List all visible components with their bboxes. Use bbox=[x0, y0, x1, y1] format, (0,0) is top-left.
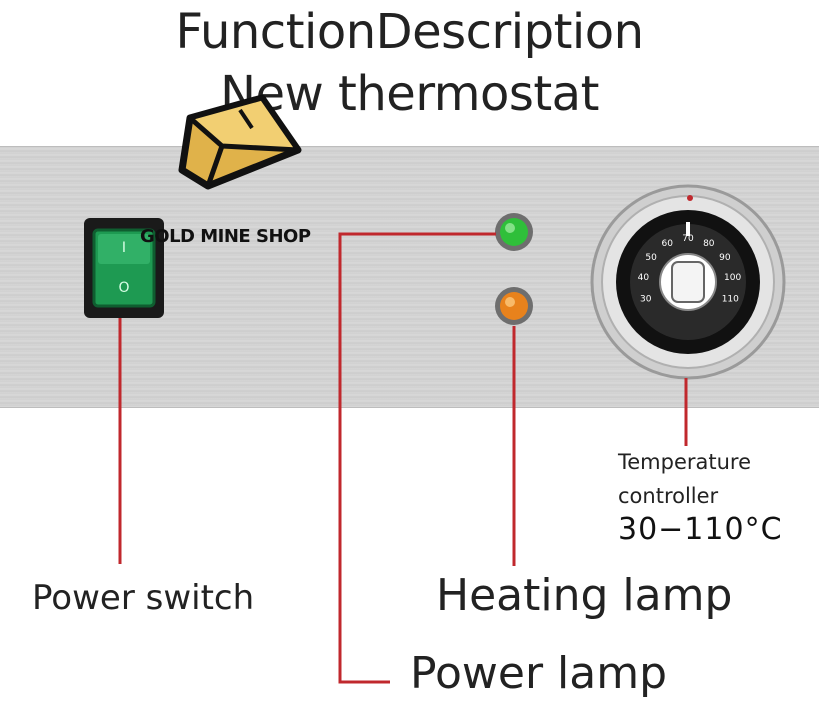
title-line-2: New thermostat bbox=[220, 66, 599, 122]
dial-tick-label: 70 bbox=[682, 234, 694, 244]
dial-tick-label: 60 bbox=[661, 239, 673, 249]
dial-tick-label: 100 bbox=[724, 273, 741, 283]
switch-on-symbol: I bbox=[122, 240, 126, 256]
leader-lines bbox=[118, 232, 688, 684]
title-line-1: FunctionDescription bbox=[175, 4, 644, 60]
power-switch[interactable]: I O bbox=[84, 218, 164, 318]
temperature-dial[interactable]: 30 40 50 60 70 80 90 100 110 bbox=[590, 184, 786, 380]
heating-lamp bbox=[495, 287, 533, 325]
gold-bar-logo-icon bbox=[178, 94, 302, 190]
label-power-lamp: Power lamp bbox=[410, 648, 667, 699]
label-controller: controller bbox=[618, 484, 719, 508]
dial-tick-label: 50 bbox=[645, 253, 657, 263]
label-power-switch: Power switch bbox=[32, 578, 255, 618]
power-lamp bbox=[495, 213, 533, 251]
label-heating-lamp: Heating lamp bbox=[436, 570, 733, 621]
label-temperature: Temperature bbox=[618, 450, 752, 474]
label-temperature-range: 30−110°C bbox=[618, 512, 783, 547]
dial-tick-label: 90 bbox=[719, 253, 731, 263]
leader-line-power-lamp bbox=[338, 232, 496, 684]
watermark-text: GOLD MINE SHOP bbox=[140, 226, 311, 247]
dial-tick-label: 40 bbox=[638, 273, 650, 283]
dial-tick-label: 30 bbox=[640, 294, 652, 304]
dial-tick-label: 80 bbox=[703, 239, 715, 249]
dial-tick-label: 110 bbox=[722, 294, 739, 304]
switch-off-symbol: O bbox=[118, 280, 129, 296]
